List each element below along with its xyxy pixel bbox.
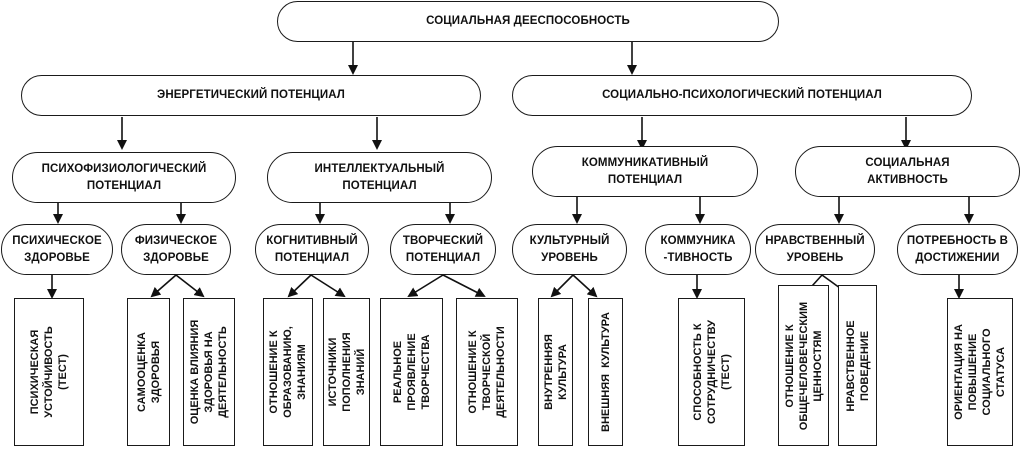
indicator-universal-values: ОТНОШЕНИЕ К ОБЩЕЧЕЛОВЕЧЕСКИМ ЦЕННОСТЯМ: [778, 285, 829, 446]
indicator-label: ОРИЕНТАЦИЯ НА ПОВЫШЕНИЕ СОЦИАЛЬНОГО СТАТ…: [953, 324, 1007, 420]
arrow-physical-selfassess: [150, 274, 177, 298]
node-label: СОЦИАЛЬНАЯ АКТИВНОСТЬ: [865, 156, 950, 186]
indicator-label: ОТНОШЕНИЕ К ТВОРЧЕСКОЙ ДЕЯТЕЛЬНОСТИ: [467, 326, 507, 418]
node-communicativeness: КОММУНИКА -ТИВНОСТЬ: [645, 224, 751, 275]
node-label: ЭНЕРГЕТИЧЕСКИЙ ПОТЕНЦИАЛ: [157, 89, 345, 101]
indicator-label: НРАВСТВЕННОЕ ПОВЕДЕНИЕ: [844, 319, 871, 412]
node-label: СОЦИАЛЬНО-ПСИХОЛОГИЧЕСКИЙ ПОТЕНЦИАЛ: [602, 89, 882, 101]
node-moral-level: НРАВСТВЕННЫЙ УРОВЕНЬ: [755, 224, 875, 275]
node-label: КУЛЬТУРНЫЙ УРОВЕНЬ: [529, 234, 610, 264]
node-social-capacity: СОЦИАЛЬНАЯ ДЕЕСПОСОБНОСТЬ: [277, 1, 779, 42]
node-social-psychological-potential: СОЦИАЛЬНО-ПСИХОЛОГИЧЕСКИЙ ПОТЕНЦИАЛ: [512, 75, 972, 116]
arrow-cognitive-sources: [310, 274, 346, 298]
node-cultural-level: КУЛЬТУРНЫЙ УРОВЕНЬ: [512, 224, 627, 275]
indicator-label: ВНУТРЕННЯЯ КУЛЬТУРА: [542, 334, 569, 410]
indicator-label: САМООЦЕНКА ЗДОРОВЬЯ: [135, 332, 162, 412]
node-physical-health: ФИЗИЧЕСКОЕ ЗДОРОВЬЕ: [121, 224, 231, 275]
node-label: ФИЗИЧЕСКОЕ ЗДОРОВЬЕ: [134, 234, 218, 264]
indicator-real-creativity: РЕАЛЬНОЕ ПРОЯВЛЕНИЕ ТВОРЧЕСТВА: [380, 298, 443, 446]
arrow-creative-real: [407, 274, 444, 298]
node-intellectual-potential: ИНТЕЛЛЕКТУАЛЬНЫЙ ПОТЕНЦИАЛ: [267, 152, 492, 203]
arrow-creative-attitude: [442, 274, 486, 297]
indicator-label: ПСИХИЧЕСКАЯ УСТОЙЧИВОСТЬ (ТЕСТ): [29, 326, 69, 418]
arrow-cognitive-education: [287, 274, 312, 298]
node-label: СОЦИАЛЬНАЯ ДЕЕСПОСОБНОСТЬ: [426, 15, 630, 27]
node-psychophysiological-potential: ПСИХОФИЗИОЛОГИЧЕСКИЙ ПОТЕНЦИАЛ: [12, 152, 236, 203]
indicator-inner-culture: ВНУТРЕННЯЯ КУЛЬТУРА: [538, 298, 573, 446]
indicator-label: ОТНОШЕНИЕ К ОБРАЗОВАНИЮ, ЗНАНИЯМ: [268, 326, 308, 418]
indicator-attitude-creative-activity: ОТНОШЕНИЕ К ТВОРЧЕСКОЙ ДЕЯТЕЛЬНОСТИ: [456, 298, 518, 446]
indicator-social-status-orientation: ОРИЕНТАЦИЯ НА ПОВЫШЕНИЕ СОЦИАЛЬНОГО СТАТ…: [947, 298, 1013, 446]
node-label: КОММУНИКА -ТИВНОСТЬ: [660, 234, 736, 264]
node-cognitive-potential: КОГНИТИВНЫЙ ПОТЕНЦИАЛ: [255, 224, 369, 275]
node-mental-health: ПСИХИЧЕСКОЕ ЗДОРОВЬЕ: [1, 224, 113, 275]
arrow-cultural-outer: [572, 274, 598, 298]
indicator-health-influence: ОЦЕНКА ВЛИЯНИЯ ЗДОРОВЬЯ НА ДЕЯТЕЛЬНОСТЬ: [183, 298, 235, 446]
node-social-activity: СОЦИАЛЬНАЯ АКТИВНОСТЬ: [795, 146, 1020, 197]
node-label: КОММУНИКАТИВНЫЙ ПОТЕНЦИАЛ: [581, 156, 709, 186]
arrow-physical-influence: [175, 274, 205, 298]
indicator-outer-culture: ВНЕШНЯЯ КУЛЬТУРА: [588, 298, 623, 446]
arrow-cultural-inner: [550, 274, 574, 298]
indicator-label: СПОСОБНОСТЬ К СОТРУДНИЧЕСТВУ (ТЕСТ): [691, 320, 732, 424]
node-label: КОГНИТИВНЫЙ ПОТЕНЦИАЛ: [266, 234, 358, 264]
node-creative-potential: ТВОРЧЕСКИЙ ПОТЕНЦИАЛ: [390, 224, 496, 275]
indicator-cooperation-ability: СПОСОБНОСТЬ К СОТРУДНИЧЕСТВУ (ТЕСТ): [678, 298, 745, 446]
indicator-attitude-education: ОТНОШЕНИЕ К ОБРАЗОВАНИЮ, ЗНАНИЯМ: [263, 298, 313, 446]
indicator-label: РЕАЛЬНОЕ ПРОЯВЛЕНИЕ ТВОРЧЕСТВА: [391, 333, 432, 411]
indicator-knowledge-sources: ИСТОЧНИКИ ПОПОЛНЕНИЯ ЗНАНИЙ: [323, 298, 370, 446]
indicator-mental-stability: ПСИХИЧЕСКАЯ УСТОЙЧИВОСТЬ (ТЕСТ): [14, 298, 84, 446]
indicator-label: ИСТОЧНИКИ ПОПОЛНЕНИЯ ЗНАНИЙ: [326, 332, 367, 412]
node-energy-potential: ЭНЕРГЕТИЧЕСКИЙ ПОТЕНЦИАЛ: [21, 75, 481, 116]
indicator-label: ОЦЕНКА ВЛИЯНИЯ ЗДОРОВЬЯ НА ДЕЯТЕЛЬНОСТЬ: [189, 319, 229, 425]
indicator-label: ВНЕШНЯЯ КУЛЬТУРА: [599, 312, 612, 432]
node-label: ИНТЕЛЛЕКТУАЛЬНЫЙ ПОТЕНЦИАЛ: [314, 162, 445, 192]
node-label: ПСИХИЧЕСКОЕ ЗДОРОВЬЕ: [12, 234, 102, 264]
indicator-health-self-assessment: САМООЦЕНКА ЗДОРОВЬЯ: [127, 298, 170, 446]
node-label: ТВОРЧЕСКИЙ ПОТЕНЦИАЛ: [402, 234, 484, 264]
node-label: ПОТРЕБНОСТЬ В ДОСТИЖЕНИИ: [906, 234, 1009, 264]
node-communicative-potential: КОММУНИКАТИВНЫЙ ПОТЕНЦИАЛ: [532, 146, 758, 197]
node-label: НРАВСТВЕННЫЙ УРОВЕНЬ: [765, 234, 865, 264]
indicator-moral-behavior: НРАВСТВЕННОЕ ПОВЕДЕНИЕ: [838, 285, 877, 446]
node-label: ПСИХОФИЗИОЛОГИЧЕСКИЙ ПОТЕНЦИАЛ: [41, 162, 207, 192]
indicator-label: ОТНОШЕНИЕ К ОБЩЕЧЕЛОВЕЧЕСКИМ ЦЕННОСТЯМ: [783, 301, 824, 430]
node-need-for-achievement: ПОТРЕБНОСТЬ В ДОСТИЖЕНИИ: [897, 224, 1018, 275]
